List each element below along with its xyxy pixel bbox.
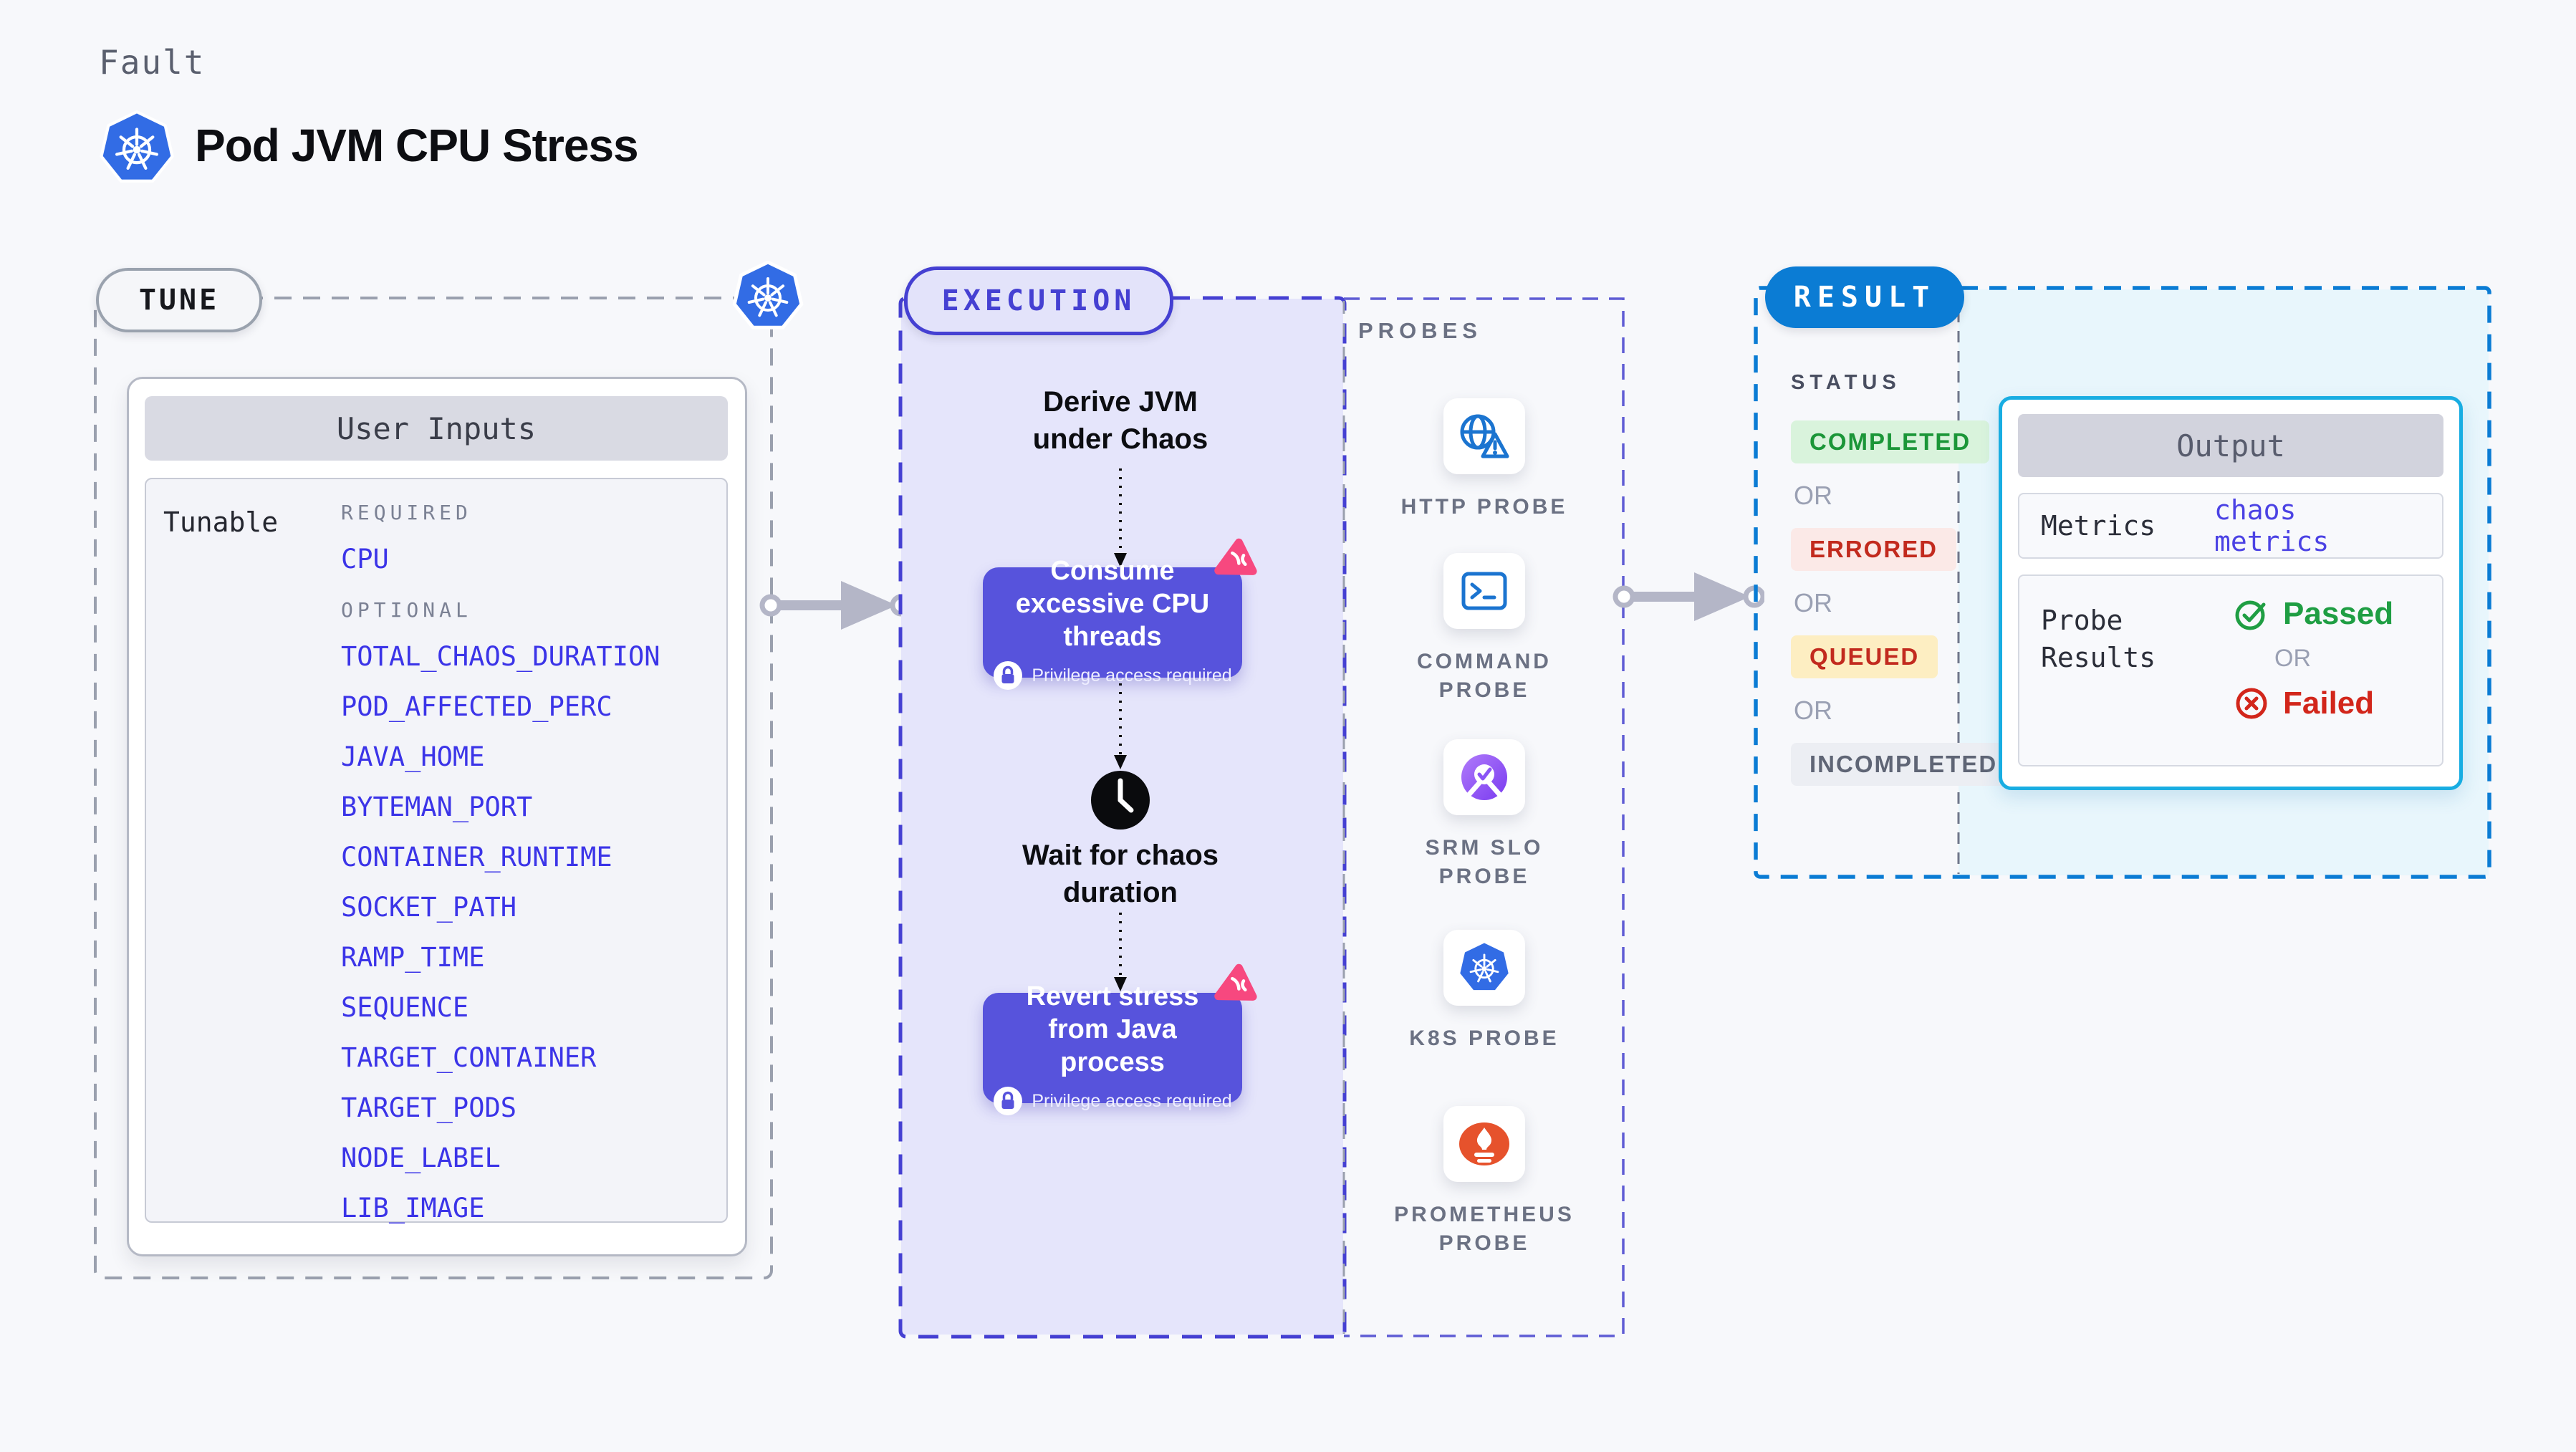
probes-title: PROBES xyxy=(1358,318,1482,343)
flow-arrow-down xyxy=(1114,468,1127,567)
failed-verdict: Failed xyxy=(2234,686,2393,721)
probe-label: K8S PROBE xyxy=(1409,1027,1559,1050)
input-item[interactable]: TARGET_CONTAINER xyxy=(341,1042,597,1073)
required-section-label: REQUIRED xyxy=(341,501,472,524)
input-item[interactable]: CONTAINER_RUNTIME xyxy=(341,842,612,872)
probe-results-row: Probe Results Passed OR xyxy=(2018,574,2443,766)
input-item[interactable]: LIB_IMAGE xyxy=(341,1193,485,1223)
input-item[interactable]: BYTEMAN_PORT xyxy=(341,792,533,822)
optional-section-label: OPTIONAL xyxy=(341,598,472,622)
input-item[interactable]: NODE_LABEL xyxy=(341,1143,501,1173)
input-item[interactable]: RAMP_TIME xyxy=(341,942,485,973)
probe-results-label: Probe Results xyxy=(2041,605,2156,673)
probe-item-http: HTTP PROBE xyxy=(1345,398,1624,521)
clock-icon xyxy=(1090,769,1151,831)
chaos-logo-icon xyxy=(1213,537,1259,583)
or-label: OR xyxy=(1794,696,1832,725)
probe-label: SRM SLO PROBE xyxy=(1425,836,1544,888)
flow-arrow-down xyxy=(1114,913,1127,991)
tunable-row-label: Tunable xyxy=(163,506,279,538)
consume-step-node: Consume excessive CPU threads Privilege … xyxy=(983,556,1242,690)
user-inputs-card: User Inputs Tunable REQUIRED CPU OPTIONA… xyxy=(127,377,747,1256)
kubernetes-icon xyxy=(1443,930,1525,1006)
chaos-logo-icon xyxy=(1213,963,1259,1009)
probe-label: PROMETHEUS PROBE xyxy=(1394,1203,1575,1255)
lock-icon xyxy=(993,1086,1023,1116)
result-badge: RESULT xyxy=(1765,266,1964,328)
tune-badge: TUNE xyxy=(96,268,262,332)
slo-check-icon xyxy=(1443,739,1525,815)
privilege-note: Privilege access required xyxy=(1032,665,1232,686)
probes-dashed-box xyxy=(1342,297,1625,1337)
metrics-value-link[interactable]: chaos metrics xyxy=(2214,494,2330,557)
tunable-items-column: REQUIRED CPU OPTIONAL TOTAL_CHAOS_DURATI… xyxy=(341,501,660,1224)
output-card: Output Metrics chaos metrics Probe Resul… xyxy=(1999,396,2463,790)
input-item[interactable]: TOTAL_CHAOS_DURATION xyxy=(341,641,660,672)
status-column: STATUS COMPLETED OR ERRORED OR QUEUED OR… xyxy=(1791,371,2017,786)
or-label: OR xyxy=(2274,645,2311,672)
failed-label: Failed xyxy=(2283,686,2375,721)
fault-kicker: Fault xyxy=(99,43,206,82)
probe-item-srm-slo: SRM SLO PROBE xyxy=(1345,739,1624,891)
or-label: OR xyxy=(1794,481,1832,510)
probe-item-k8s: K8S PROBE xyxy=(1345,930,1624,1053)
output-header: Output xyxy=(2018,414,2443,477)
status-badge-queued: QUEUED xyxy=(1791,635,1938,678)
x-circle-icon xyxy=(2234,686,2270,721)
passed-verdict: Passed xyxy=(2234,596,2393,632)
status-badge-errored: ERRORED xyxy=(1791,528,1957,571)
probe-label: COMMAND PROBE xyxy=(1417,650,1552,702)
execution-badge: EXECUTION xyxy=(904,266,1173,335)
prometheus-flame-icon xyxy=(1443,1106,1525,1182)
flow-arrow-down xyxy=(1114,683,1127,769)
probe-item-command: COMMAND PROBE xyxy=(1345,553,1624,705)
metrics-row: Metrics chaos metrics xyxy=(2018,493,2443,559)
kubernetes-icon xyxy=(732,261,804,332)
user-inputs-header: User Inputs xyxy=(145,396,728,461)
wait-step-label: Wait for chaos duration xyxy=(1022,840,1219,908)
tune-to-execution-arrow xyxy=(759,581,911,630)
user-inputs-list: Tunable REQUIRED CPU OPTIONAL TOTAL_CHAO… xyxy=(145,478,728,1223)
derive-step-label: Derive JVM under Chaos xyxy=(1032,386,1208,455)
input-item[interactable]: SOCKET_PATH xyxy=(341,892,517,923)
probe-label: HTTP PROBE xyxy=(1400,495,1568,519)
or-label: OR xyxy=(1794,588,1832,617)
tune-dashed-box xyxy=(94,297,773,1279)
input-item[interactable]: TARGET_PODS xyxy=(341,1092,517,1123)
probe-item-prometheus: PROMETHEUS PROBE xyxy=(1345,1106,1624,1258)
privilege-note: Privilege access required xyxy=(1032,1090,1232,1111)
page-title: Pod JVM CPU Stress xyxy=(195,120,639,171)
consume-step-label: Consume excessive CPU threads xyxy=(1015,556,1210,652)
execution-to-result-arrow xyxy=(1613,572,1764,621)
check-circle-icon xyxy=(2234,597,2270,631)
status-badge-completed: COMPLETED xyxy=(1791,420,1990,463)
revert-step-label: Revert stress from Java process xyxy=(1026,981,1199,1077)
input-item[interactable]: SEQUENCE xyxy=(341,992,469,1023)
input-item[interactable]: JAVA_HOME xyxy=(341,741,485,772)
input-item[interactable]: CPU xyxy=(341,544,389,574)
metrics-label: Metrics xyxy=(2041,510,2156,542)
status-badge-incompleted: INCOMPLETED xyxy=(1791,743,2017,786)
revert-step-node: Revert stress from Java process Privileg… xyxy=(983,981,1242,1115)
globe-alert-icon xyxy=(1443,398,1525,474)
input-item[interactable]: POD_AFFECTED_PERC xyxy=(341,691,612,722)
lock-icon xyxy=(993,660,1023,691)
probe-results-verdicts: Passed OR Failed xyxy=(2234,596,2393,721)
status-label: STATUS xyxy=(1791,371,1901,394)
passed-label: Passed xyxy=(2283,596,2394,631)
kubernetes-icon xyxy=(99,110,175,186)
terminal-icon xyxy=(1443,553,1525,629)
